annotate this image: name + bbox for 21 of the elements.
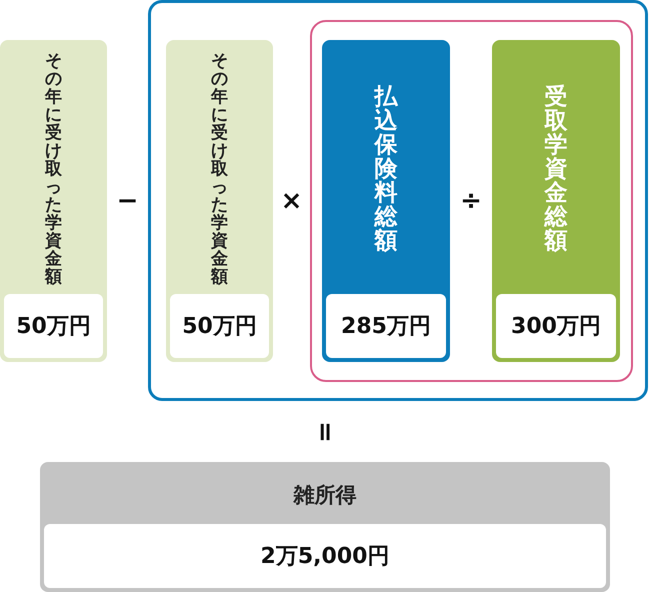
term-label: その年に受け取った学資金額 (210, 52, 229, 286)
divide-sign: ÷ (460, 188, 482, 214)
term-label: 受取学資金総額 (543, 85, 568, 253)
term-card (492, 40, 620, 362)
term-card (166, 40, 273, 362)
amount-value: 285万円 (326, 294, 446, 358)
amount-value: 300万円 (496, 294, 616, 358)
amount-value: 50万円 (170, 294, 269, 358)
amount-value: 2万5,000円 (44, 524, 606, 588)
amount-value: 50万円 (4, 294, 103, 358)
term-label: 払込保険料総額 (372, 85, 399, 253)
group-frame (148, 0, 648, 401)
term-label: その年に受け取った学資金額 (44, 52, 63, 286)
equals-sign: = (312, 420, 338, 442)
minus-sign: − (116, 188, 138, 214)
group-frame (310, 20, 633, 382)
term-card (0, 40, 107, 362)
term-card (322, 40, 450, 362)
result-label: 雑所得 (292, 482, 358, 509)
multiply-sign: × (280, 188, 302, 214)
result-card (40, 462, 610, 592)
